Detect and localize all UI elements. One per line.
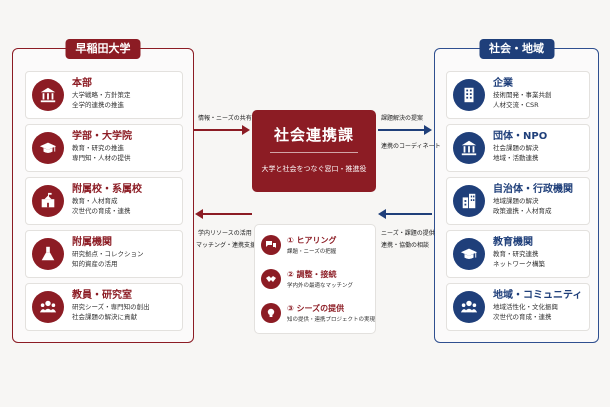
card-desc: 次世代の育成・連携: [493, 313, 552, 321]
mortarboard-icon: [453, 238, 485, 270]
graduation-cap-icon: [32, 132, 64, 164]
card-desc: 地域・活動連携: [493, 154, 539, 162]
card-desc: 全学的連携の推進: [72, 101, 124, 109]
columns-building-icon: [453, 132, 485, 164]
arrow-label: 学内リソースの活用: [198, 230, 252, 237]
card-desc: 政策連携・人材育成: [493, 207, 552, 215]
center-subtitle: 大学と社会をつなぐ窓口・推進役: [261, 165, 367, 173]
card-companies: 企業 技術開発・事業共創 人材交流・CSR: [446, 71, 590, 119]
card-desc: 技術開発・事業共創: [493, 91, 552, 99]
card-desc: 知的資産の活用: [72, 260, 118, 268]
arrow-label: ニーズ・課題の提供: [381, 230, 435, 237]
card-title: 地域・コミュニティ: [493, 290, 583, 301]
center-divider: [270, 152, 358, 153]
step-title: ① ヒアリング: [287, 236, 337, 245]
card-desc: 人材交流・CSR: [493, 101, 539, 109]
arrow-univ-to-center: [194, 125, 250, 135]
arrow-label: 課題解決の提案: [381, 115, 424, 122]
step-desc: 知の提供・連携プロジェクトの実現: [287, 317, 376, 323]
step-desc: 学内外の最適なマッチング: [287, 283, 354, 289]
flask-icon: [32, 238, 64, 270]
card-organizations-npo: 団体・NPO 社会課題の解決 地域・活動連携: [446, 124, 590, 172]
card-desc: 教育・研究の推進: [72, 144, 124, 152]
card-desc: 地域課題の解決: [493, 197, 539, 205]
process-steps-box: ① ヒアリング 課題・ニーズの把握 ② 調整・接続 学内外の最適なマッチング ③…: [254, 224, 376, 334]
office-building-icon: [453, 79, 485, 111]
card-faculty: 学部・大学院 教育・研究の推進 専門知・人材の提供: [25, 124, 183, 172]
society-panel: 社会・地域 企業 技術開発・事業共創 人材交流・CSR 団体・NPO 社会課題の…: [434, 39, 599, 343]
process-step-seeds: ③ シーズの提供 知の提供・連携プロジェクトの実現: [261, 301, 375, 331]
arrow-center-to-univ: [195, 209, 252, 219]
card-title: 企業: [493, 78, 513, 89]
card-honbu: 本部 大学戦略・方針策定 全学的連携の推進: [25, 71, 183, 119]
process-step-hearing: ① ヒアリング 課題・ニーズの把握: [261, 233, 371, 263]
arrow-society-to-center: [378, 209, 432, 219]
city-hall-icon: [453, 185, 485, 217]
card-desc: 社会課題の解決: [493, 144, 539, 152]
people-group-icon: [32, 291, 64, 323]
card-desc: ネットワーク構築: [493, 260, 545, 268]
card-community: 地域・コミュニティ 地域活性化・文化振興 次世代の育成・連携: [446, 283, 590, 331]
card-title: 教員・研究室: [72, 290, 132, 301]
card-title: 教育機関: [493, 237, 533, 248]
center-title: 社会連携課: [273, 126, 354, 144]
arrow-label: 連携のコーディネート: [381, 143, 441, 150]
card-title: 学部・大学院: [72, 131, 132, 142]
card-desc: 研究拠点・コレクション: [72, 250, 144, 258]
university-panel-title: 早稲田大学: [65, 39, 141, 59]
card-educational-institutions: 教育機関 教育・研究連携 ネットワーク構築: [446, 230, 590, 278]
step-desc: 課題・ニーズの把握: [287, 249, 337, 255]
arrow-center-to-society: [378, 125, 432, 135]
card-desc: 研究シーズ・専門知の創出: [72, 303, 150, 311]
arrow-label: マッチング・連携支援: [196, 242, 257, 249]
handshake-icon: [261, 269, 281, 289]
card-affiliated-institutions: 附属機関 研究拠点・コレクション 知的資産の活用: [25, 230, 183, 278]
card-desc: 次世代の育成・連携: [72, 207, 131, 215]
card-faculty-labs: 教員・研究室 研究シーズ・専門知の創出 社会課題の解決に貢献: [25, 283, 183, 331]
arrow-label: 連携・協働の相談: [381, 242, 430, 249]
arrow-label: 情報・ニーズの共有: [198, 115, 252, 122]
card-title: 附属機関: [72, 237, 112, 248]
card-title: 自治体・行政機関: [493, 184, 573, 195]
institution-icon: [32, 79, 64, 111]
lightbulb-icon: [261, 303, 281, 323]
card-desc: 地域活性化・文化振興: [493, 303, 558, 311]
card-desc: 教育・研究連携: [493, 250, 539, 258]
card-desc: 専門知・人材の提供: [72, 154, 131, 162]
card-title: 本部: [72, 78, 92, 89]
school-building-icon: [32, 185, 64, 217]
card-desc: 社会課題の解決に貢献: [72, 313, 137, 321]
card-desc: 教育・人材育成: [72, 197, 118, 205]
step-title: ② 調整・接続: [287, 270, 337, 279]
card-desc: 大学戦略・方針策定: [72, 91, 131, 99]
card-title: 附属校・系属校: [72, 184, 142, 195]
social-cooperation-division-box: 社会連携課 大学と社会をつなぐ窓口・推進役: [252, 110, 376, 192]
process-step-coordination: ② 調整・接続 学内外の最適なマッチング: [261, 267, 371, 297]
university-panel: 早稲田大学 本部 大学戦略・方針策定 全学的連携の推進 学部・大学院 教育・研究…: [12, 39, 194, 343]
chat-bubbles-icon: [261, 235, 281, 255]
card-government: 自治体・行政機関 地域課題の解決 政策連携・人材育成: [446, 177, 590, 225]
step-title: ③ シーズの提供: [287, 304, 345, 313]
community-icon: [453, 291, 485, 323]
card-title: 団体・NPO: [493, 131, 548, 142]
society-panel-title: 社会・地域: [479, 39, 554, 59]
card-affiliated-schools: 附属校・系属校 教育・人材育成 次世代の育成・連携: [25, 177, 183, 225]
